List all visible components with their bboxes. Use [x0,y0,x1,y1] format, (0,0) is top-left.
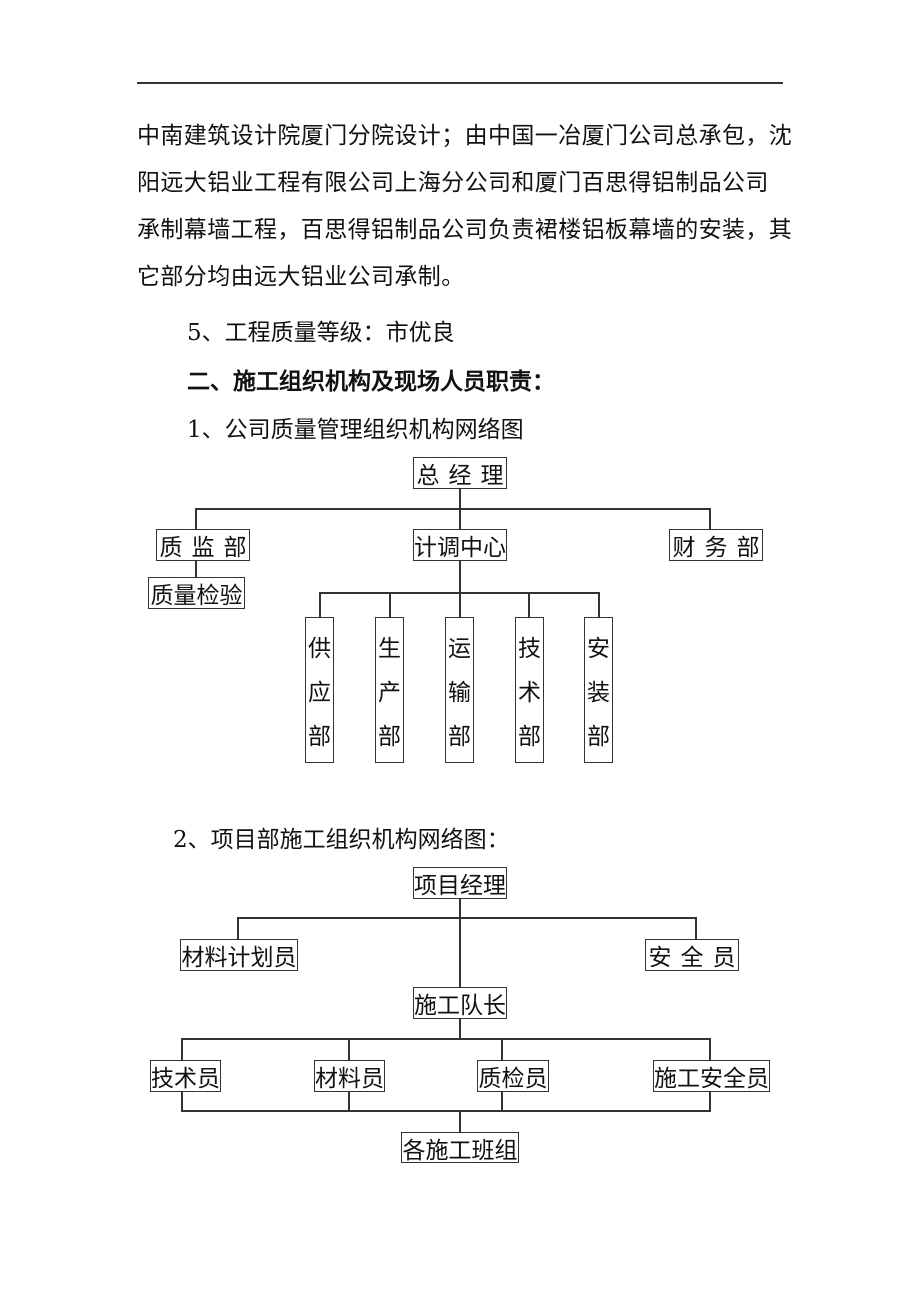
connector-line [459,1110,461,1132]
node-technical-dept: 技 术 部 [515,617,544,763]
header-rule [137,82,783,84]
node-char: 术 [518,680,541,706]
connector-line [319,592,321,617]
node-char: 供 [308,636,331,662]
node-quality-supervision-dept: 质监部 [156,529,250,561]
chart1-caption: 1、公司质量管理组织机构网络图 [187,417,524,443]
quality-grade-line: 5、工程质量等级：市优良 [187,320,455,346]
node-char: 部 [378,724,401,750]
node-project-manager: 项目经理 [413,867,507,899]
node-supply-dept: 供 应 部 [305,617,334,763]
node-char: 产 [378,680,401,706]
node-construction-captain: 施工队长 [413,987,507,1019]
node-installation-dept: 安 装 部 [584,617,613,763]
connector-line [598,592,600,617]
connector-line [195,560,197,577]
node-general-manager: 总经理 [413,457,507,489]
connector-line [459,1018,461,1039]
connector-line [320,592,600,594]
node-char: 部 [587,724,610,750]
node-material-planner: 材料计划员 [180,939,298,971]
connector-line [459,560,461,617]
node-char: 部 [518,724,541,750]
connector-line [181,1038,711,1040]
connector-line [459,898,461,987]
connector-line [528,592,530,617]
connector-line [195,508,197,529]
node-char: 运 [448,636,471,662]
intro-paragraph: 中南建筑设计院厦门分院设计；由中国一冶厦门公司总承包，沈 阳远大铝业工程有限公司… [137,113,797,301]
connector-line [237,917,696,919]
node-char: 安 [587,636,610,662]
section-heading: 二、施工组织机构及现场人员职责： [187,368,555,395]
node-char: 部 [308,724,331,750]
node-safety-officer: 安全员 [645,939,739,971]
node-char: 应 [308,680,331,706]
node-production-dept: 生 产 部 [375,617,404,763]
node-transport-dept: 运 输 部 [445,617,474,763]
node-char: 部 [448,724,471,750]
paragraph-line: 承制幕墙工程，百思得铝制品公司负责裙楼铝板幕墙的安装，其 [137,217,793,243]
node-char: 装 [587,680,610,706]
node-work-teams: 各施工班组 [401,1132,519,1164]
node-construction-safety-officer: 施工安全员 [653,1060,770,1092]
connector-line [181,1110,711,1112]
node-material-clerk: 材料员 [314,1060,385,1092]
node-char: 技 [518,636,541,662]
connector-line [195,508,710,510]
paragraph-line: 中南建筑设计院厦门分院设计；由中国一冶厦门公司总承包，沈 [137,123,793,149]
connector-line [695,917,697,940]
node-technician: 技术员 [150,1060,221,1092]
node-char: 生 [378,636,401,662]
node-finance-dept: 财务部 [669,529,763,561]
connector-line [389,592,391,617]
node-planning-center: 计调中心 [413,529,507,561]
node-char: 输 [448,680,471,706]
node-quality-inspector: 质检员 [477,1060,549,1092]
connector-line [237,917,239,940]
paragraph-line: 它部分均由远大铝业公司承制。 [137,264,465,290]
connector-line [709,508,711,529]
paragraph-line: 阳远大铝业工程有限公司上海分公司和厦门百思得铝制品公司 [137,170,769,196]
chart2-caption: 2、项目部施工组织机构网络图： [173,827,510,853]
node-quality-inspection: 质量检验 [148,577,245,609]
